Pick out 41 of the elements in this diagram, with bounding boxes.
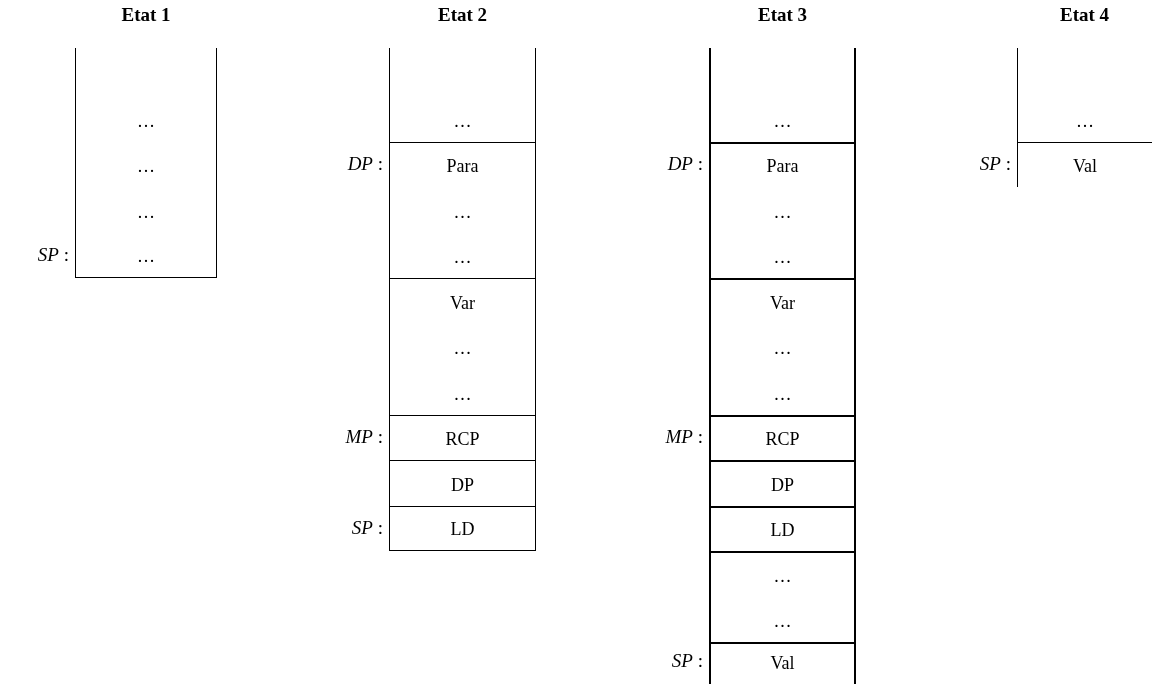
pointer-label: DP : [347, 153, 383, 175]
pointer-label: MP : [345, 426, 383, 448]
stack-cell: Val [1017, 141, 1152, 187]
stack-title: Etat 1 [120, 4, 172, 26]
stack-cell: … [389, 369, 536, 415]
pointer-label: SP : [671, 650, 703, 672]
stack-cell: … [75, 48, 217, 142]
stack-cell: Var [709, 278, 856, 324]
stack-cell: … [75, 187, 217, 233]
pointer-label: MP : [665, 426, 703, 448]
stack-cell: … [709, 323, 856, 369]
stack-cell: LD [389, 505, 536, 551]
stack-title: Etat 2 [436, 4, 489, 26]
stack-cell: Para [709, 141, 856, 187]
stack-cell: … [75, 232, 217, 278]
pointer-label: SP : [37, 244, 69, 266]
stack-cell: … [709, 369, 856, 415]
stack-cell: Para [389, 141, 536, 187]
stack-cell: Val [709, 642, 856, 684]
stack-cell: RCP [389, 414, 536, 460]
stack-cell: … [709, 232, 856, 278]
stack-cell: LD [709, 505, 856, 551]
stack-cell: Var [389, 278, 536, 324]
stack-cell: … [389, 323, 536, 369]
stack-cell: … [389, 232, 536, 278]
stack-cell: … [709, 187, 856, 233]
stack-cell: … [1017, 48, 1152, 142]
pointer-label: SP : [351, 517, 383, 539]
pointer-label: SP : [979, 153, 1011, 175]
stack-cell: … [389, 187, 536, 233]
stack-cell: … [75, 141, 217, 187]
stack-cell: … [709, 551, 856, 597]
stack-cell: … [389, 48, 536, 142]
stack-cell: DP [389, 460, 536, 506]
stack-title: Etat 3 [756, 4, 809, 26]
stack-cell: RCP [709, 414, 856, 460]
stack-cell: DP [709, 460, 856, 506]
stack-cell: … [709, 596, 856, 642]
stack-title: Etat 4 [1058, 4, 1111, 26]
stack-cell: … [709, 48, 856, 142]
pointer-label: DP : [667, 153, 703, 175]
